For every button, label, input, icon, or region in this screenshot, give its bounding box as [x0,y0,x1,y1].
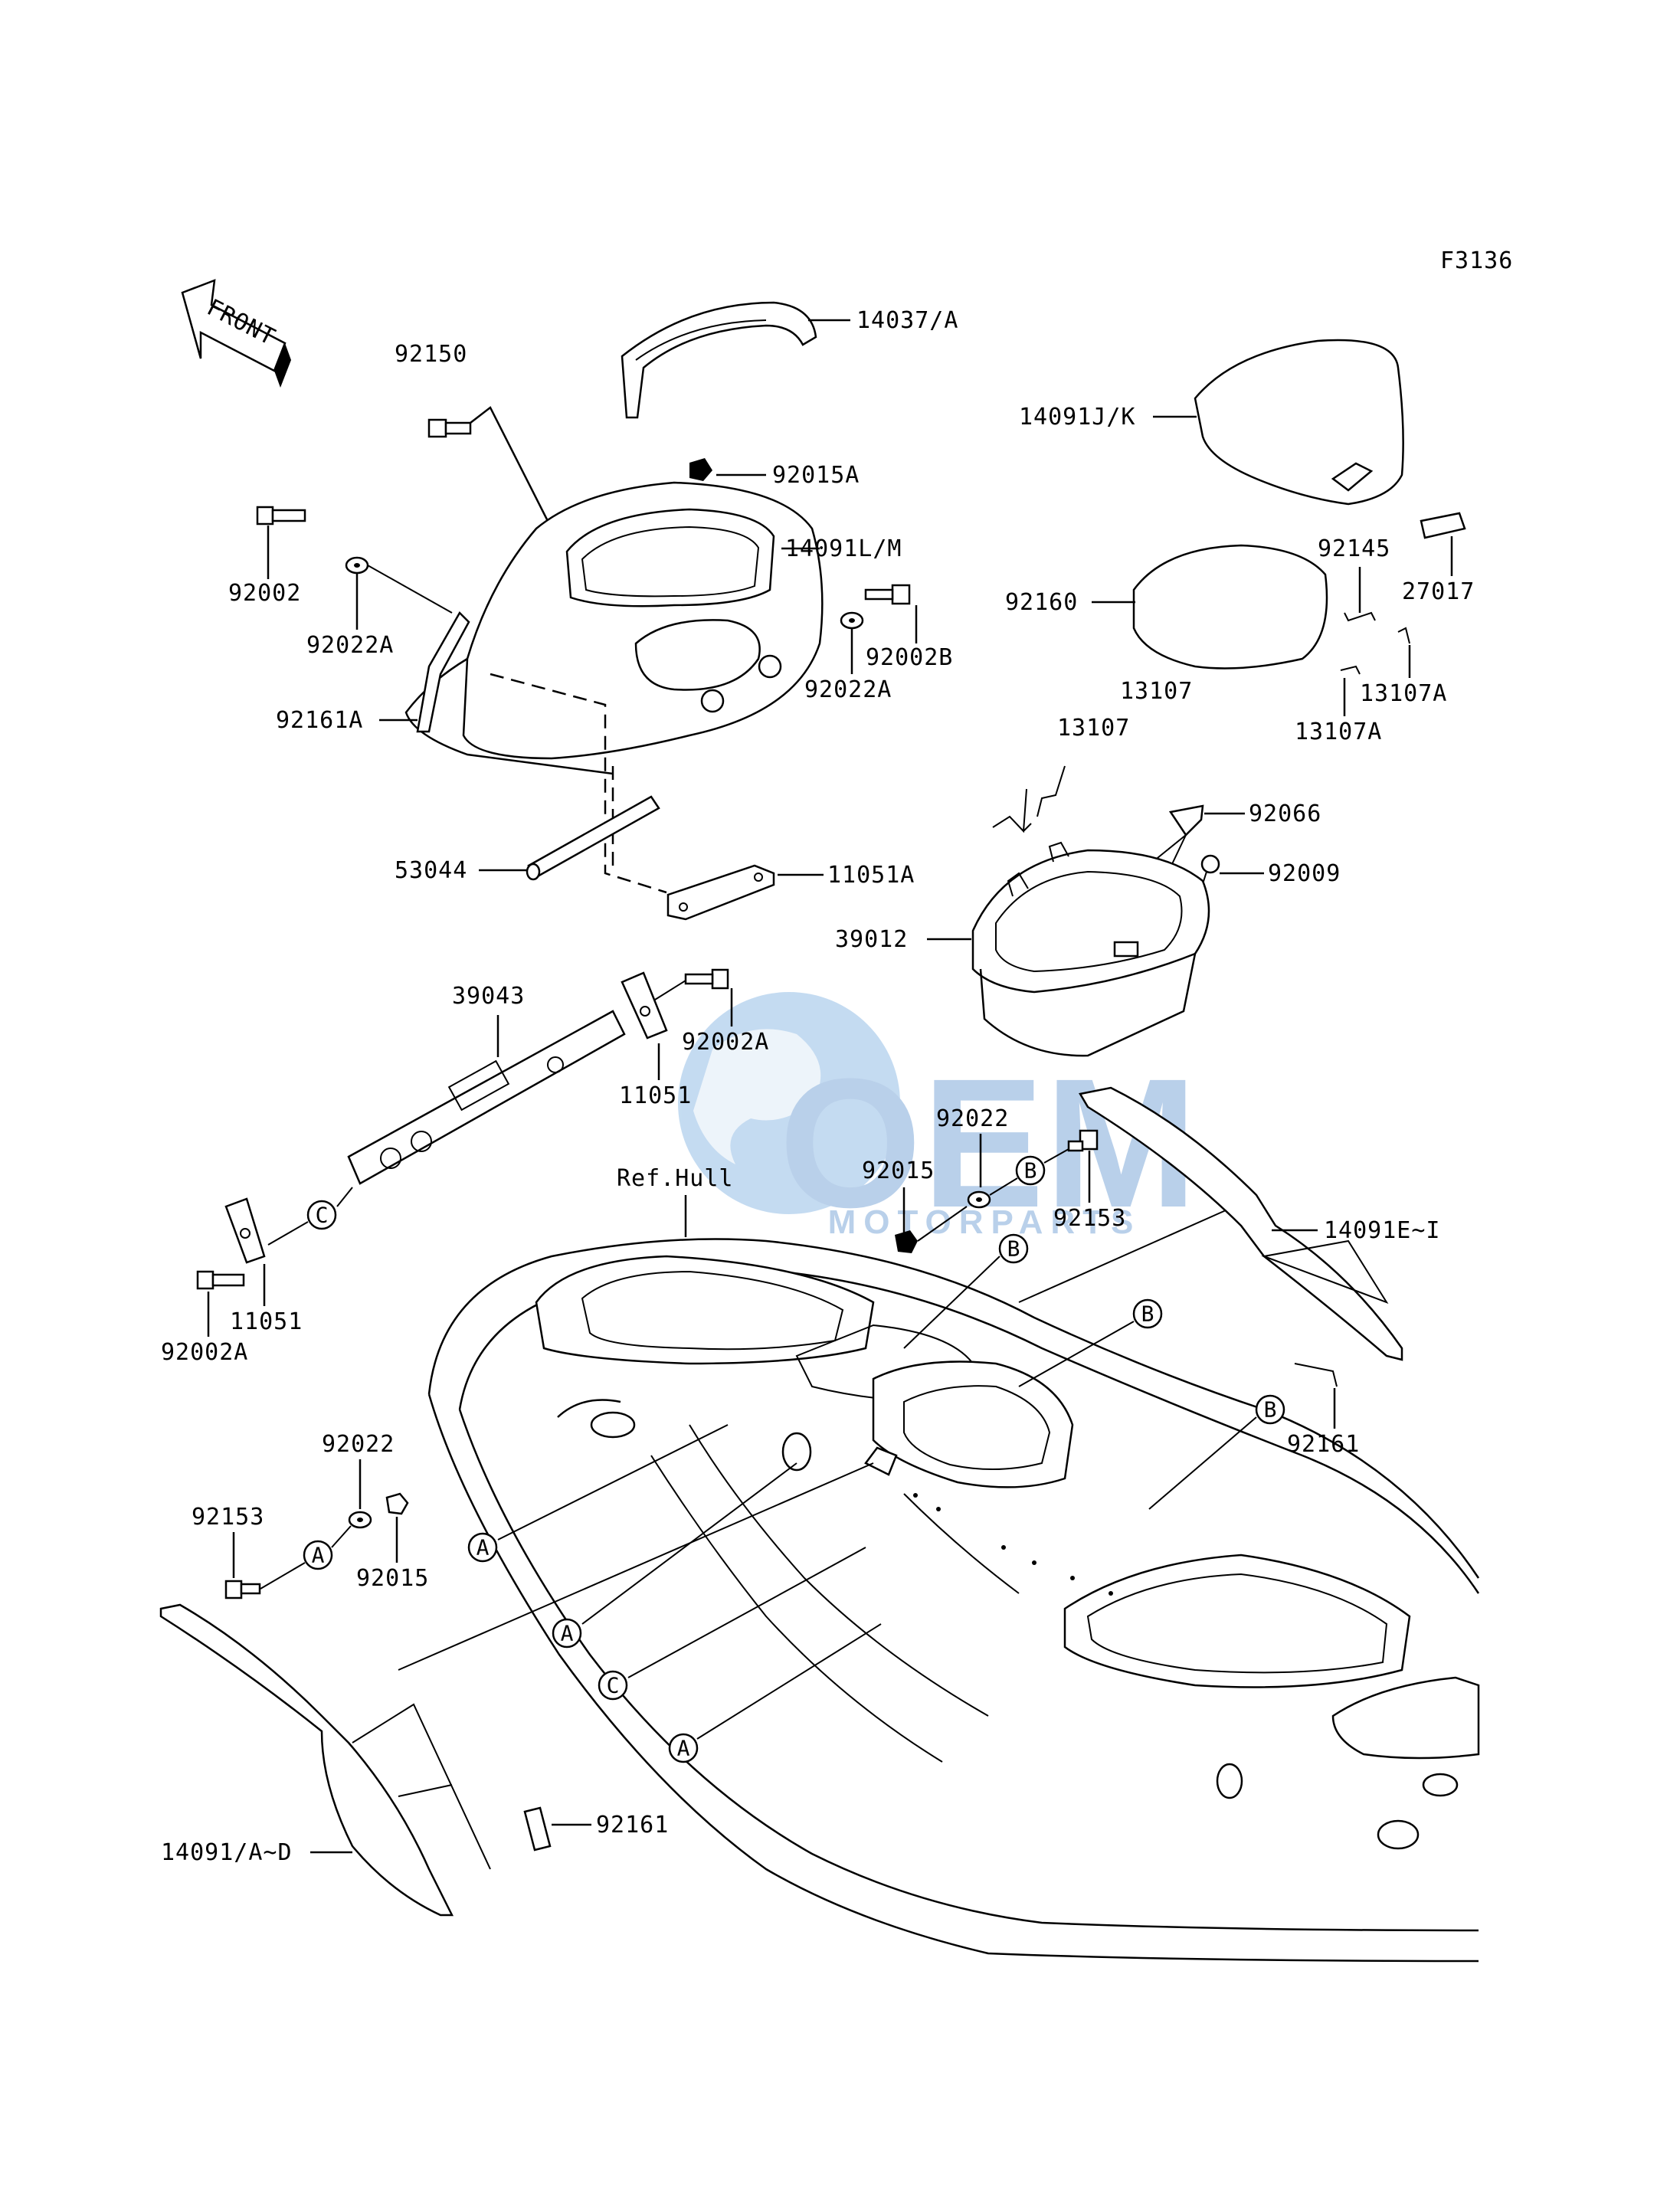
svg-text:B: B [1007,1236,1020,1262]
svg-text:A: A [677,1736,690,1761]
bolt-icon [196,1270,245,1290]
label-53044: 53044 [395,857,467,884]
label-39043: 39043 [452,983,525,1010]
hull-graphic [427,1238,1480,1963]
watermark-subtitle: MOTORPARTS [828,1203,1141,1241]
part-11051-1-graphic [621,971,668,1040]
label-92002a-2: 92002A [161,1339,248,1366]
label-92002: 92002 [228,580,301,607]
bolt-icon [684,968,729,990]
label-92002b: 92002B [866,644,953,671]
label-13107-1: 13107 [1057,715,1130,742]
washer-icon [840,611,864,630]
bolt-icon [1067,1129,1099,1152]
svg-text:A: A [476,1535,490,1560]
front-arrow-icon: FRONT [181,279,291,388]
part-14091jk-graphic [1194,339,1404,506]
part-92161-2-graphic [523,1806,552,1852]
ref-circle-a: A [303,1540,333,1570]
label-11051-2: 11051 [230,1308,303,1335]
label-14091ad: 14091/A~D [161,1839,293,1866]
label-14037a: 14037/A [856,307,958,334]
svg-text:C: C [607,1673,620,1698]
part-14037a-graphic [621,301,817,419]
label-92161a: 92161A [276,707,363,734]
oem-watermark: OEM MOTORPARTS [678,992,1197,1246]
bolt-icon [427,418,472,438]
watermark-brand: OEM [779,1040,1198,1246]
bolt-icon [224,1580,261,1599]
label-92022-2: 92022 [322,1431,395,1458]
label-92153-1: 92153 [1053,1205,1126,1232]
label-92009: 92009 [1268,860,1341,887]
ref-circle-b: B [1255,1394,1285,1425]
bolt-icon [256,506,306,526]
ref-circle-a: A [467,1532,498,1563]
label-92066: 92066 [1249,801,1321,827]
label-92015a: 92015A [772,462,860,489]
label-92022a-1: 92022A [306,632,394,659]
part-11051a-graphic [666,864,775,921]
ref-circle-b: B [1015,1155,1046,1186]
nut-icon [689,458,712,481]
label-13107a-2: 13107A [1360,680,1447,707]
label-92150: 92150 [395,341,467,368]
svg-text:B: B [1141,1302,1154,1327]
label-92002a-1: 92002A [682,1029,769,1056]
part-39012-graphic [971,841,1210,1057]
label-14091jk: 14091J/K [1019,404,1136,431]
label-92022-1: 92022 [936,1105,1009,1132]
svg-text:A: A [312,1543,325,1568]
part-27017-graphic [1420,512,1466,539]
svg-text:C: C [316,1203,329,1228]
part-53044-graphic [526,795,660,881]
part-11051-2-graphic [224,1197,266,1264]
label-14091ei: 14091E~I [1324,1217,1441,1244]
label-92161-2: 92161 [596,1812,669,1838]
label-92015-1: 92015 [862,1157,935,1184]
nut-icon [385,1492,409,1515]
bolt-icon [864,584,911,605]
label-11051a: 11051A [827,862,915,889]
part-14091ei-graphic [1079,1086,1403,1361]
ref-circle-a: A [552,1618,582,1649]
label-39012: 39012 [835,926,908,953]
label-14091lm: 14091L/M [785,535,902,562]
label-ref-hull: Ref.Hull [617,1165,734,1192]
ref-circle-b: B [1132,1298,1163,1329]
label-92022a-2: 92022A [804,676,892,703]
svg-text:A: A [561,1621,574,1646]
ref-circle-a: A [668,1733,699,1763]
svg-text:B: B [1024,1158,1037,1184]
part-14091ad-graphic [159,1603,491,1917]
part-92160-graphic [1132,544,1328,670]
ref-circle-b: B [998,1233,1029,1264]
nut-icon [895,1230,918,1253]
label-92015-2: 92015 [356,1565,429,1592]
part-14091lm-graphic [404,481,824,775]
label-11051-1: 11051 [619,1082,692,1109]
label-13107-2: 13107 [1120,678,1193,705]
part-92161a-graphic [416,611,470,733]
svg-text:B: B [1264,1397,1277,1423]
part-39043-graphic [347,1010,626,1185]
label-27017: 27017 [1402,578,1475,605]
washer-icon [345,556,369,575]
label-92145: 92145 [1318,535,1390,562]
label-13107a-1: 13107A [1295,719,1382,745]
label-92160: 92160 [1005,589,1078,616]
ref-circle-c: C [598,1670,628,1701]
part-92066-graphic [1168,804,1204,837]
washer-icon [348,1511,372,1529]
washer-icon [967,1190,991,1209]
ref-circle-c: C [306,1200,337,1230]
figure-code: F3136 [1440,247,1513,274]
label-92153-2: 92153 [192,1504,264,1531]
